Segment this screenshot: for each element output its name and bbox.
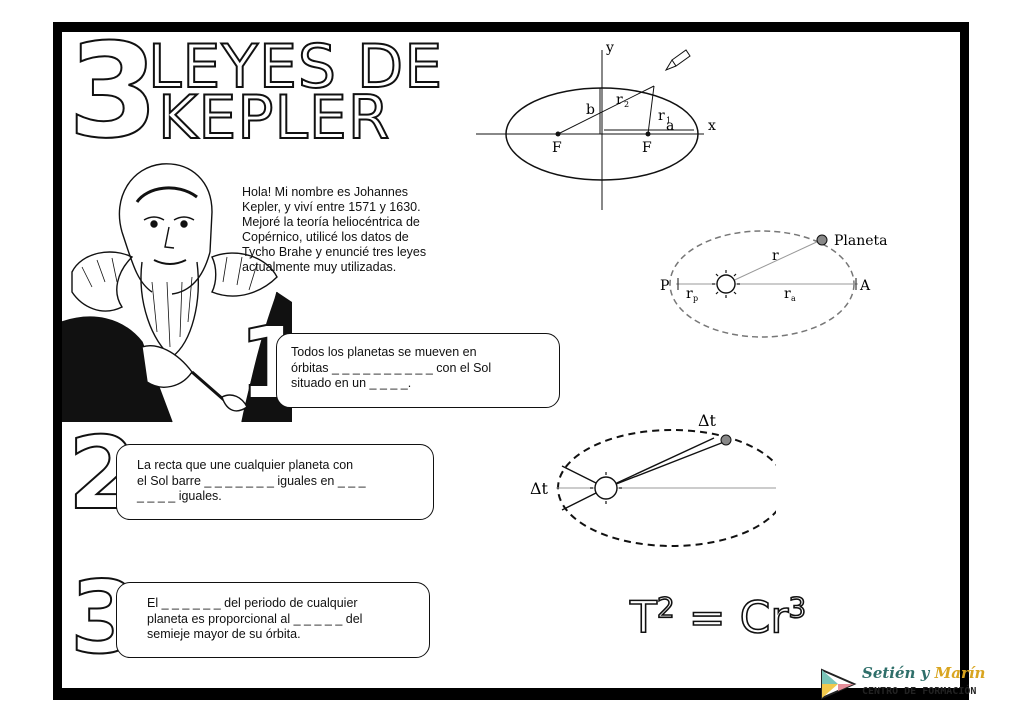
- logo-subtitle: CENTRO DE FORMACIÓN: [862, 686, 977, 697]
- logo-icon: [821, 668, 857, 700]
- intro-text: Hola! Mi nombre es Johannes Kepler, y vi…: [242, 185, 427, 274]
- planet-icon: [816, 234, 828, 246]
- label-perihelion: P: [660, 278, 669, 294]
- formula-c: Cr: [739, 592, 789, 644]
- title-number: 3: [67, 32, 159, 167]
- label-rp-sub: p: [693, 294, 698, 303]
- formula-eq: =: [688, 592, 726, 644]
- worksheet: 3 LEYES DE KEPLER Hola!: [62, 32, 960, 688]
- law3-box: El _ _ _ _ _ _ del periodo de cualquier …: [116, 582, 430, 658]
- law1-line: Todos los planetas se mueven en: [291, 345, 477, 359]
- label-aphelion: A: [859, 278, 871, 294]
- label-planet: Planeta: [834, 233, 888, 249]
- law2-box: La recta que une cualquier planeta con e…: [116, 444, 434, 520]
- area-diagram: Δt Δt: [530, 411, 776, 547]
- diagram-label-r1: r: [658, 108, 665, 124]
- label-dt-left: Δt: [530, 479, 549, 498]
- law2-line: La recta que une cualquier planeta con: [137, 458, 354, 472]
- law1-box: Todos los planetas se mueven en órbitas …: [276, 333, 560, 408]
- kepler-formula: T2 = Cr3: [629, 591, 807, 644]
- law3-line: semieje mayor de su órbita.: [147, 627, 301, 641]
- diagram-label-r1-sub: 1: [666, 116, 671, 125]
- label-ra: r: [784, 286, 791, 302]
- diagram-label-r2-sub: 2: [624, 100, 629, 109]
- formula-c-exp: 3: [788, 591, 807, 624]
- label-r: r: [772, 248, 779, 264]
- sun-icon: [594, 476, 618, 500]
- law1-line: órbitas _ _ _ _ _ _ _ _ _ _ con el Sol: [291, 360, 492, 375]
- diagram-label-r2: r: [616, 92, 623, 108]
- diagram-label-focus1: F: [552, 140, 562, 156]
- diagram-label-y: y: [605, 40, 614, 56]
- diagram-label-x: x: [708, 118, 716, 134]
- logo-name-part1: Setién y: [862, 664, 935, 682]
- brand-logo: Setién y Marín CENTRO DE FORMACIÓN: [818, 660, 1018, 710]
- label-ra-sub: a: [791, 294, 796, 303]
- law2-line: _ _ _ _ iguales.: [137, 489, 222, 503]
- formula-t: T: [629, 592, 657, 644]
- law2-line: el Sol barre _ _ _ _ _ _ _ iguales en _ …: [137, 473, 366, 488]
- title-line2: KEPLER: [157, 83, 391, 153]
- label-rp: r: [686, 286, 693, 302]
- orbit-diagram: Planeta r P A r p r a: [660, 230, 888, 338]
- title-line1: LEYES DE: [147, 32, 444, 102]
- label-dt-right: Δt: [698, 411, 717, 430]
- formula-t-exp: 2: [656, 591, 675, 624]
- diagram-label-a: a: [666, 118, 674, 134]
- diagram-label-focus2: F: [642, 140, 652, 156]
- law1-line: situado en un _ _ _ _.: [291, 376, 412, 390]
- planet-icon: [720, 434, 732, 446]
- diagram-label-b: b: [586, 102, 595, 118]
- sun-icon: [716, 274, 736, 294]
- law3-line: planeta es proporcional al _ _ _ _ _ del: [147, 611, 363, 626]
- logo-name-part2: Marín: [934, 664, 986, 682]
- law3-line: El _ _ _ _ _ _ del periodo de cualquier: [147, 596, 358, 610]
- ellipse-diagram: y x b r 2 r 1 a F F: [476, 40, 716, 210]
